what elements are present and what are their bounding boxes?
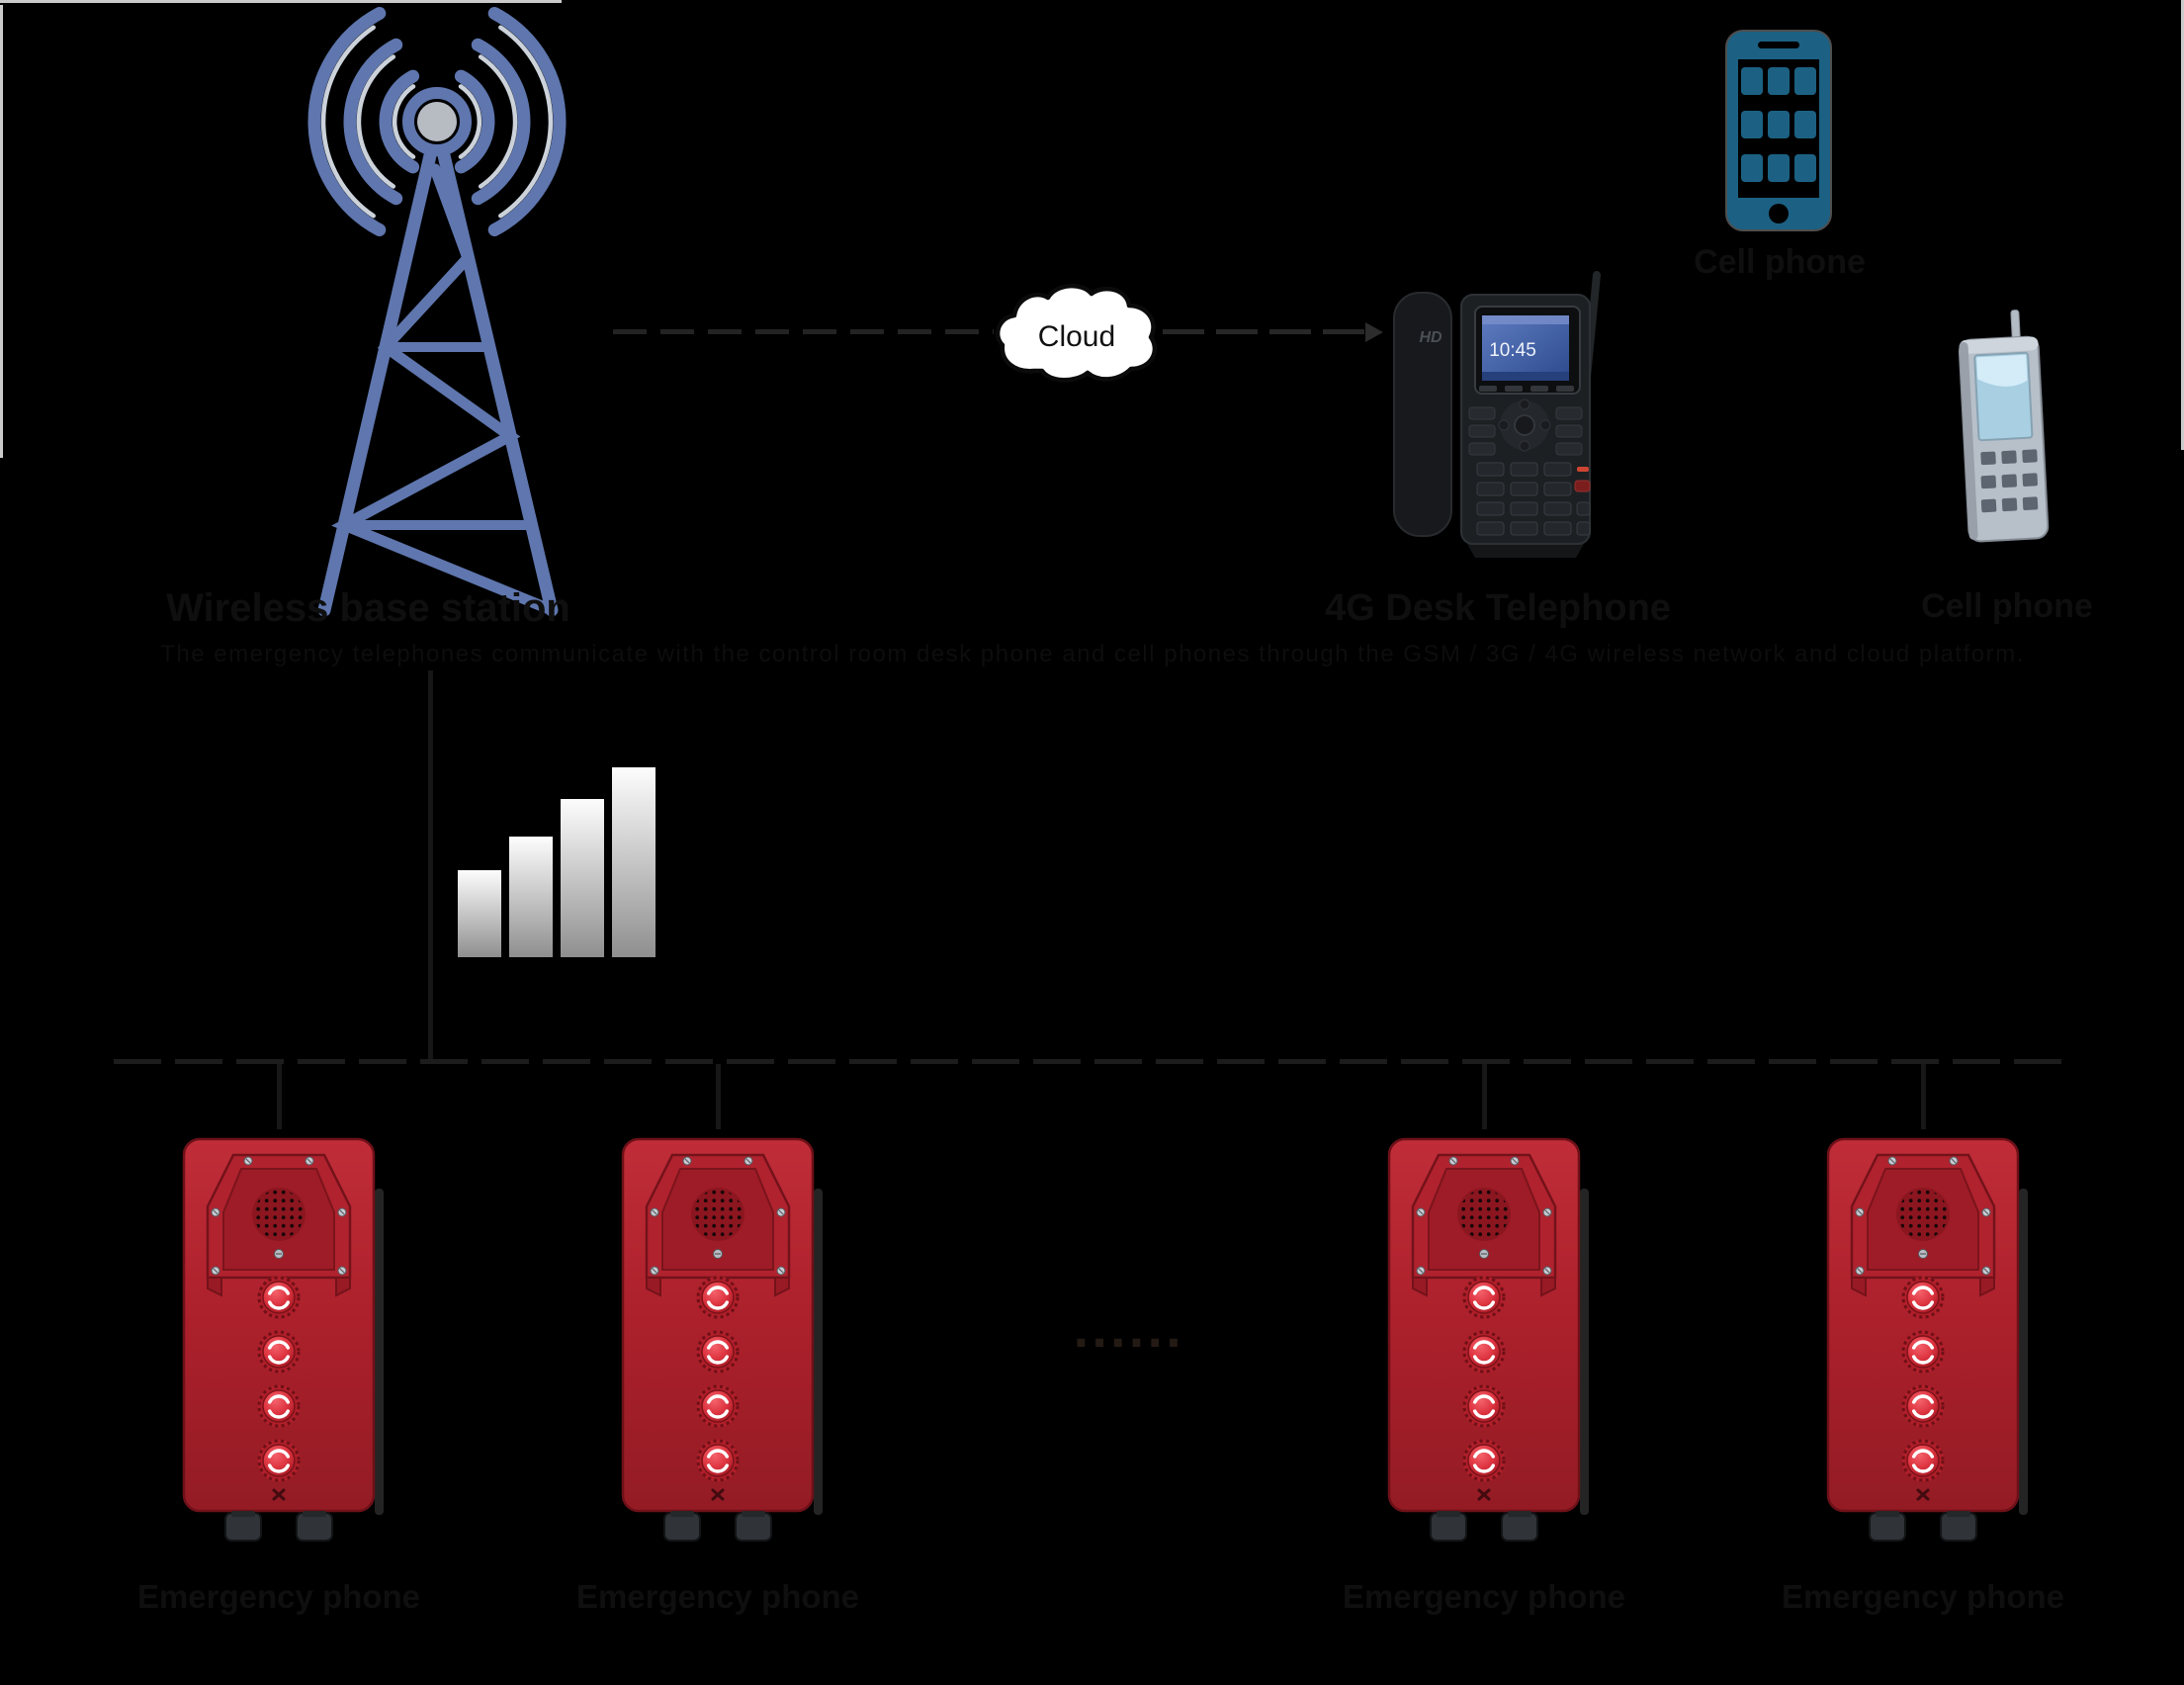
base-station-label: Wireless base station <box>166 586 570 630</box>
signal-connector <box>428 670 433 1059</box>
desk-phone-screen <box>1482 315 1569 381</box>
mobile-phone-icon <box>1948 308 2060 548</box>
cloud-icon: Cloud <box>995 284 1158 383</box>
emergency-phone-label-2: Emergency phone <box>575 1578 860 1615</box>
emergency-phone-label-3: Emergency phone <box>1342 1578 1626 1615</box>
signal-bar-4 <box>612 767 655 957</box>
emergency-phone-label-4: Emergency phone <box>1781 1578 2065 1615</box>
cloud-label: Cloud <box>1038 320 1115 353</box>
desk-phone-label: 4G Desk Telephone <box>1325 587 1671 629</box>
arrow-right-icon <box>1365 322 1383 342</box>
emergency-phone-icon-1 <box>170 1129 388 1554</box>
screen-time: 10:45 <box>1489 340 1536 361</box>
emergency-phone-label-1: Emergency phone <box>136 1578 421 1615</box>
signal-bars-icon <box>458 767 655 957</box>
hd-logo: HD <box>1419 329 1442 346</box>
radio-wave-right-outer <box>487 7 567 236</box>
distribution-line <box>114 1059 2066 1064</box>
mobile-phone-label: Cell phone <box>1921 587 2093 625</box>
emergency-phone-icon-3 <box>1375 1129 1593 1554</box>
link-cloud-deskphone <box>1163 329 1365 334</box>
system-caption: The emergency telephones communicate wit… <box>160 641 2025 667</box>
edge-artifact-right <box>2181 0 2184 450</box>
smartphone-icon <box>1725 30 1832 231</box>
drop-line-3 <box>1482 1064 1487 1129</box>
signal-bar-3 <box>561 799 604 957</box>
edge-artifact-left <box>0 5 3 458</box>
smartphone-label: Cell phone <box>1694 243 1866 281</box>
dial-pad <box>1476 462 1591 536</box>
drop-line-4 <box>1921 1064 1926 1129</box>
status-led <box>1577 467 1589 472</box>
cell-tower-icon <box>307 7 567 617</box>
emergency-phone-icon-2 <box>609 1129 827 1554</box>
desk-phone-handset <box>1393 292 1452 537</box>
edge-artifact-top <box>0 0 562 3</box>
desk-phone-icon: HD 10:45 <box>1393 271 1601 558</box>
drop-line-2 <box>716 1064 721 1129</box>
link-tower-cloud <box>613 329 994 334</box>
drop-line-1 <box>277 1064 282 1129</box>
ellipsis-more-phones: ...... <box>1073 1307 1184 1358</box>
signal-bar-1 <box>458 870 501 957</box>
signal-bar-2 <box>509 837 553 957</box>
radio-wave-left-outer <box>307 7 387 236</box>
emergency-phone-icon-4 <box>1814 1129 2032 1554</box>
